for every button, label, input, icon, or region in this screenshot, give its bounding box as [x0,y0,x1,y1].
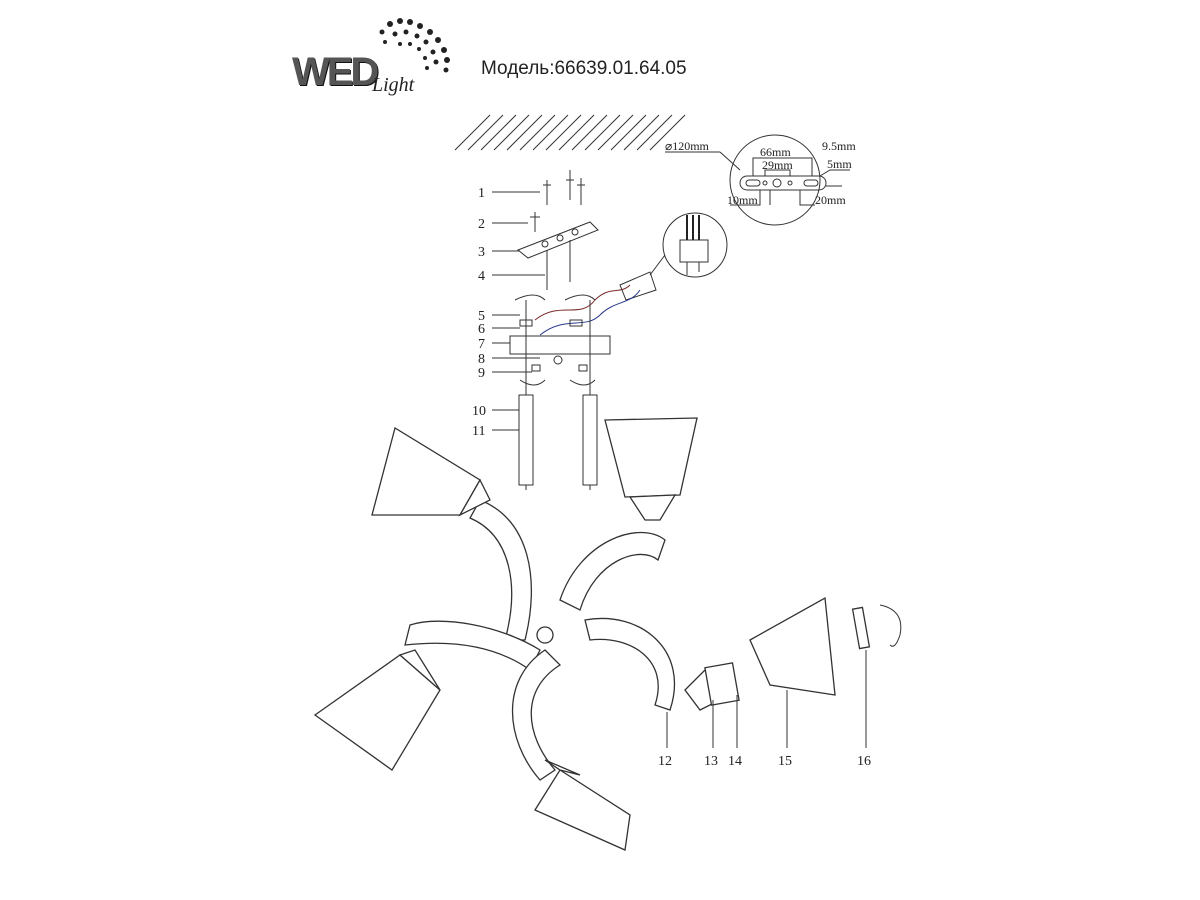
lamp-shades [313,417,902,851]
part-label-15: 15 [778,754,792,769]
part-label-13: 13 [704,754,718,769]
dim-10mm: 10mm [727,193,758,207]
bracket-detail: ⌀120mm 66mm 29mm 9.5mm 5mm 10mm 20mm [665,134,856,226]
logo-light-text: Light [372,74,415,96]
part-label-1: 1 [478,186,485,201]
shade-upper-left [371,426,481,516]
part-labels-bottom: 12 13 14 15 16 [658,650,871,769]
part-label-2: 2 [478,217,485,232]
part-label-8: 8 [478,352,485,367]
part-label-14: 14 [728,754,742,769]
dim-20mm: 20mm [815,193,846,207]
mounting-hardware [509,170,657,490]
shade-top [604,417,698,498]
part-label-5: 5 [478,309,485,324]
part-label-4: 4 [478,269,485,284]
dim-5mm: 5mm [827,157,852,171]
dim-9-5mm: 9.5mm [822,139,856,153]
part-label-12: 12 [658,754,672,769]
shade-bottom [534,769,631,851]
bulb-socket-14 [704,662,740,706]
part-label-16: 16 [857,754,871,769]
model-number: Модель:66639.01.64.05 [481,58,687,79]
part-label-9: 9 [478,366,485,381]
dim-diameter: ⌀120mm [665,139,710,153]
connector-detail [649,212,728,278]
part-label-7: 7 [478,337,485,352]
ceiling-hatch [454,114,686,151]
logo-wed-text: WED [292,50,379,94]
brand-logo: WED Light [290,12,470,102]
shade-15 [749,596,836,696]
ring-16 [851,606,871,650]
part-labels-left: 1 2 3 4 5 6 7 8 9 10 11 [472,186,545,439]
part-label-3: 3 [478,245,485,260]
logo-dots-graphic [379,18,450,73]
dim-66mm: 66mm [760,145,791,159]
part-label-6: 6 [478,322,485,337]
dim-29mm: 29mm [762,158,793,172]
part-label-10: 10 [472,404,486,419]
part-label-11: 11 [472,424,485,439]
chandelier-arms [404,499,676,781]
